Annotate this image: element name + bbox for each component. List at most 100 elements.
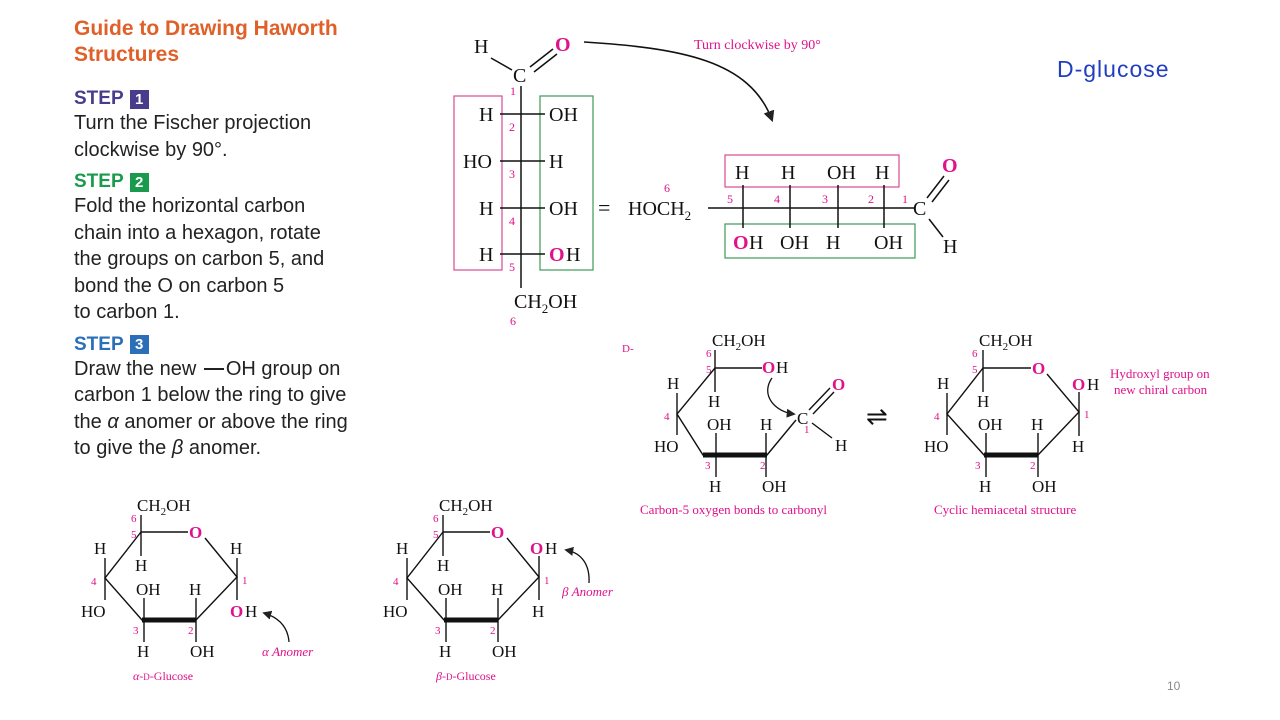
- carbon-number: 4: [91, 576, 97, 588]
- label-h: H: [835, 436, 847, 455]
- alpha-anomer-label: α Anomer: [262, 644, 314, 659]
- ring-oxygen: O: [491, 523, 504, 542]
- carbon-number: 5: [972, 364, 978, 376]
- step-3-label: STEP 3: [74, 334, 424, 356]
- carbon-number: 2: [188, 625, 194, 637]
- fischer-projection: H C O 1 H OH 2 HO H 3 H OH 4 H O H: [453, 34, 610, 328]
- label-oh: OH: [1032, 477, 1057, 496]
- step-1-line: clockwise by 90°.: [74, 138, 228, 161]
- fischer-top-c: C: [513, 65, 526, 87]
- label-h: H: [396, 539, 408, 558]
- label-oh: OH: [707, 415, 732, 434]
- label-h: H: [709, 477, 721, 496]
- fischer-bottom-ch2oh: CH2OH: [514, 291, 577, 316]
- carbon-number: 5: [706, 364, 712, 376]
- step-2-line: Fold the horizontal carbon: [74, 195, 306, 217]
- carbon-number: 3: [975, 460, 981, 472]
- label-h: H: [491, 580, 503, 599]
- fischer-row5-o: O: [549, 244, 565, 266]
- step-2-line: the groups on carbon 5, and: [74, 248, 325, 270]
- ring-outline: [676, 367, 797, 456]
- label-h: H: [437, 556, 449, 575]
- horizontal-chain: HOCH2 6 H H OH H O H OH H OH 5 4 3 2 1 C…: [628, 154, 958, 259]
- step-1-label: STEP 1: [74, 88, 424, 110]
- bond: [928, 218, 944, 238]
- carbon-number: 6: [664, 181, 670, 195]
- top-group: OH: [827, 162, 856, 184]
- bottom-groups-box: [724, 223, 916, 259]
- top-group: H: [781, 162, 795, 184]
- step-3-number-badge: 3: [129, 335, 149, 354]
- label-h: H: [760, 415, 772, 434]
- fischer-row3-left: HO: [463, 151, 492, 173]
- left-groups-box: [453, 95, 503, 271]
- rotate-note: Turn clockwise by 90°: [694, 38, 821, 53]
- label-h: H: [937, 374, 949, 393]
- cyclic-caption: Cyclic hemiacetal structure: [934, 502, 1076, 517]
- right-groups-box: [539, 95, 594, 271]
- label-h: H: [1031, 415, 1043, 434]
- oh-h: H: [776, 358, 788, 377]
- label-h: H: [94, 539, 106, 558]
- nucleophilic-attack-arrow: [767, 377, 796, 418]
- label-ho: HO: [383, 602, 408, 621]
- carbon-number: 1: [242, 575, 248, 587]
- ring-outline: [104, 531, 238, 621]
- label-h: H: [189, 580, 201, 599]
- step-1-text: Turn the Fischer projection clockwise by…: [74, 110, 424, 163]
- carbon-number: 3: [133, 625, 139, 637]
- label-h: H: [532, 602, 544, 621]
- ring-outline: [946, 367, 1080, 456]
- label-h: H: [708, 392, 720, 411]
- anomeric-o: O: [230, 602, 243, 621]
- anomeric-h: H: [245, 602, 257, 621]
- d-prefix: D-: [622, 343, 634, 355]
- carbon-number: 6: [706, 348, 712, 360]
- label-ho: HO: [81, 602, 106, 621]
- step-3-text: Draw the new OH group on carbon 1 below …: [74, 356, 424, 462]
- step-3-line: OH group on: [225, 357, 341, 380]
- ring-oxygen: O: [1032, 359, 1045, 378]
- ch2oh-group: CH2OH: [439, 496, 493, 518]
- label-h: H: [230, 539, 242, 558]
- open-ring-fold: D- CH2OH 6 5 O H H H 4 HO OH H 3 2 H OH …: [622, 331, 847, 517]
- d-glucose-heading: D-glucose: [1057, 56, 1170, 82]
- beta-anomer-label: β Anomer: [561, 584, 614, 599]
- label-h: H: [1072, 437, 1084, 456]
- double-bond: [533, 53, 558, 73]
- carbon-number: 1: [902, 192, 908, 206]
- label-h: H: [439, 642, 451, 661]
- carbon-number: 6: [510, 314, 516, 328]
- fischer-row5-h: H: [566, 244, 580, 266]
- carbonyl-o: O: [832, 375, 845, 394]
- label-oh: OH: [136, 580, 161, 599]
- ch2oh-group: CH2OH: [712, 331, 766, 353]
- num-bg: [506, 118, 520, 134]
- label-h: H: [135, 556, 147, 575]
- carbon-number: 2: [1030, 460, 1036, 472]
- bond-dash: [203, 368, 224, 371]
- carbon-number: 2: [509, 120, 515, 134]
- top-groups-box: [724, 154, 900, 188]
- label-h: H: [979, 477, 991, 496]
- carbon-number: 3: [705, 460, 711, 472]
- ch2oh-group: CH2OH: [979, 331, 1033, 353]
- open-ring-caption: Carbon-5 oxygen bonds to carbonyl: [640, 502, 827, 517]
- label-oh: OH: [492, 642, 517, 661]
- step-3-line: to give the: [74, 437, 172, 459]
- fischer-row3-right: H: [549, 151, 563, 173]
- step-2-line: to carbon 1.: [74, 301, 180, 323]
- aldehyde-h: H: [943, 236, 957, 258]
- fischer-row2-right: OH: [549, 104, 578, 126]
- label-h: H: [137, 642, 149, 661]
- carbon-number: 5: [433, 529, 439, 541]
- oh-o: O: [762, 358, 775, 377]
- step-2-number-badge: 2: [129, 172, 149, 192]
- guide-title: Guide to Drawing Haworth Structures: [74, 16, 424, 68]
- step-2-text: Fold the horizontal carbon chain into a …: [74, 193, 424, 326]
- bottom-o: O: [733, 232, 749, 254]
- carbon-number: 6: [131, 513, 137, 525]
- anomeric-o: O: [1072, 375, 1085, 394]
- hydroxyl-note: new chiral carbon: [1114, 382, 1208, 397]
